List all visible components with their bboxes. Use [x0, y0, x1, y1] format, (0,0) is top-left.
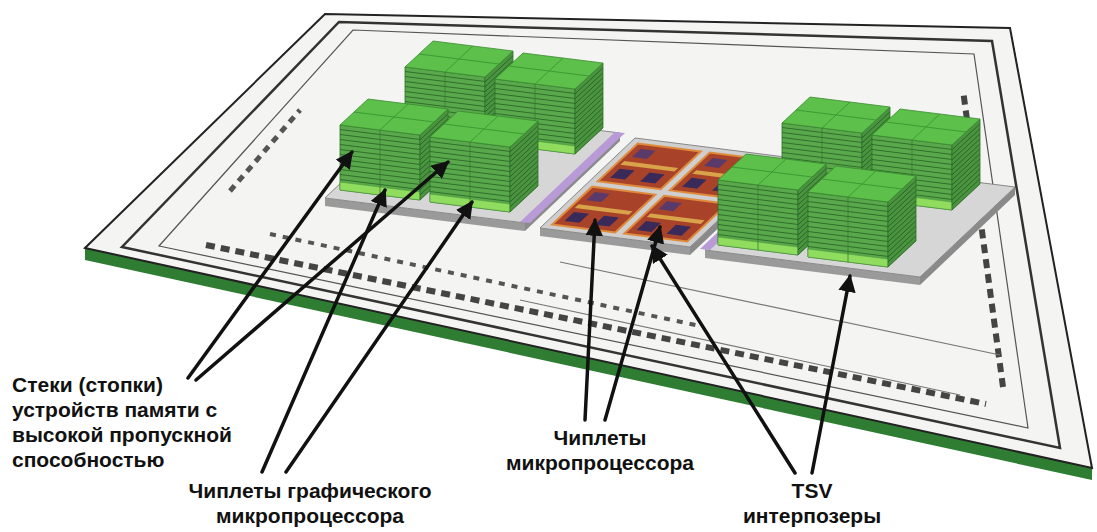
chiplet-core: [682, 178, 707, 189]
cpu-chiplet: [624, 196, 727, 242]
leader-arrow: [652, 246, 795, 473]
chiplet-core: [632, 149, 656, 159]
chiplet-core: [640, 173, 665, 184]
substrate-border: [159, 30, 1028, 428]
leader-arrow: [812, 276, 850, 473]
substrate: [85, 14, 1094, 480]
callout-label: Стеки (стопки) устройств памяти с высоко…: [12, 372, 274, 472]
chiplet-core: [667, 225, 692, 236]
chiplet-core: [595, 216, 620, 227]
callout-label: Чиплеты микропроцессора: [495, 425, 705, 475]
leader-arrow: [196, 162, 448, 380]
callout-label: Чиплеты графического микропроцессора: [160, 478, 460, 528]
leader-arrow: [585, 220, 595, 420]
chiplet-core: [586, 192, 610, 202]
passive-components: [230, 110, 300, 191]
memory-stack: [808, 166, 916, 267]
leader-arrow: [286, 202, 472, 472]
chiplet-core: [658, 201, 682, 211]
substrate-top: [85, 14, 1092, 468]
leader-arrow: [262, 190, 385, 472]
chiplet-core: [610, 169, 635, 180]
chiplet-core: [704, 158, 728, 168]
callout-label: TSV интерпозеры: [737, 478, 887, 528]
leader-lines: [188, 152, 850, 473]
chiplet-core: [565, 212, 590, 223]
leader-arrow: [605, 227, 660, 420]
substrate-border: [122, 22, 1060, 448]
